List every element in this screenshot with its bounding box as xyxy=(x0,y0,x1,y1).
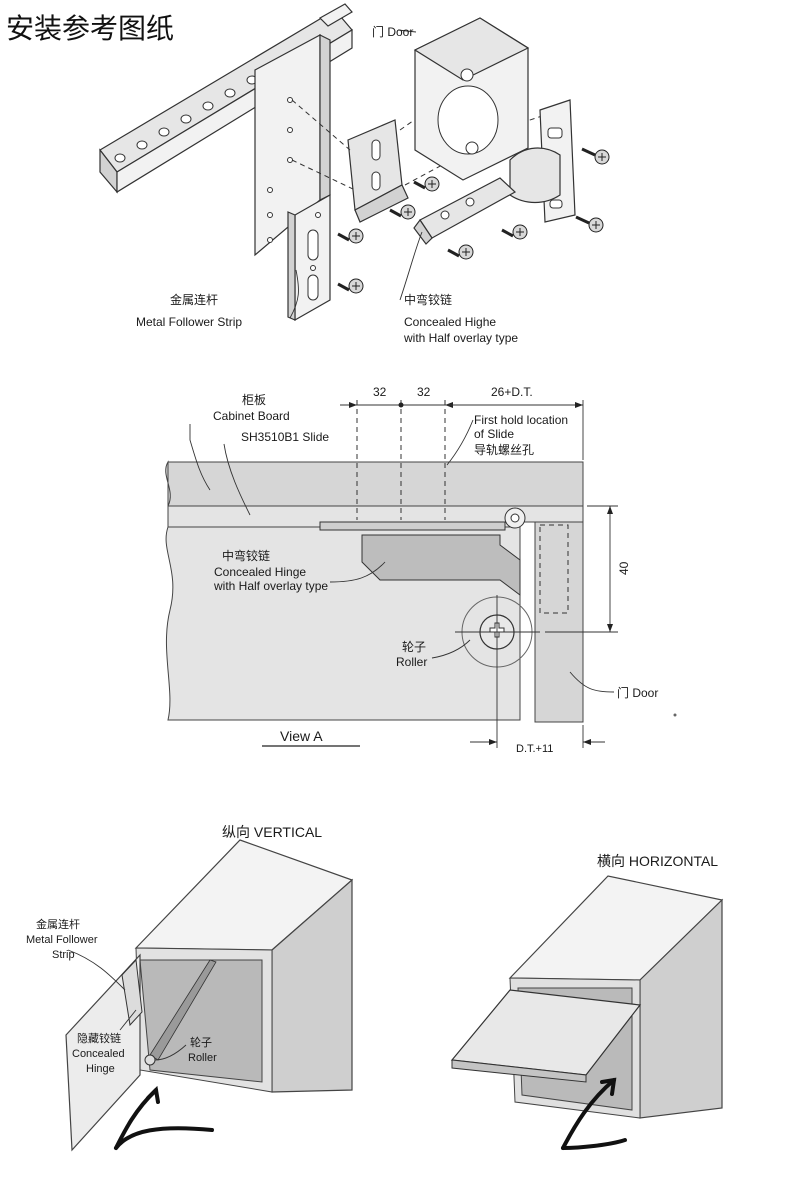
door-panel xyxy=(413,17,530,181)
strip-leader xyxy=(289,269,299,319)
hinge-cup-dashed xyxy=(539,524,569,614)
follower-strip-en: Metal Follower Strip xyxy=(136,315,242,329)
first-hold-line2: of Slide xyxy=(474,427,514,441)
horizontal-heading: 横向 HORIZONTAL xyxy=(597,853,718,869)
dim-dt11-line xyxy=(470,670,605,748)
view-hinge-en-line2: with Half overlay type xyxy=(213,579,328,593)
door-profile xyxy=(534,521,584,723)
view-hinge-leader xyxy=(329,561,386,583)
vertical-roller-en: Roller xyxy=(188,1052,217,1064)
top-dimensions xyxy=(340,402,583,408)
door-leader xyxy=(397,29,417,33)
board-edge xyxy=(165,460,171,507)
slide-model: SH3510B1 Slide xyxy=(241,430,329,444)
vertical-heading: 纵向 VERTICAL xyxy=(222,824,322,840)
view-door-leader xyxy=(569,671,615,693)
follower-strip-cn: 金属连杆 xyxy=(170,292,218,307)
metal-follower-strip xyxy=(287,193,331,322)
horizontal-installation: 横向 HORIZONTAL xyxy=(450,853,724,1150)
view-a-section: 32 32 26+D.T. 40 D.T.+11 柜板 Ca xyxy=(165,385,658,755)
hinge-cn: 中弯铰链 xyxy=(404,292,452,307)
hinge-en-line1: Concealed Highe xyxy=(404,315,496,329)
screws xyxy=(337,147,610,294)
dim-40: 40 xyxy=(617,561,631,575)
mounting-plate xyxy=(254,33,331,257)
roller-cn: 轮子 xyxy=(402,640,426,654)
exploded-assembly: 门 Door 金属连杆 Metal Follower Strip 中弯铰链 Co… xyxy=(99,3,610,345)
hinge-arm xyxy=(319,507,526,596)
vertical-strip-en-line2: Strip xyxy=(52,949,75,961)
vertical-roller-cn: 轮子 xyxy=(190,1035,212,1049)
vertical-strip-cn: 金属连杆 xyxy=(36,917,80,931)
rotation-arrow-vertical xyxy=(114,1126,214,1150)
view-a-label: View A xyxy=(280,728,323,744)
hinge-leader xyxy=(399,231,423,301)
vertical-installation: 纵向 VERTICAL 金属连杆 Metal Follower Strip 隐藏… xyxy=(26,824,354,1152)
view-hinge-en-line1: Concealed Hinge xyxy=(214,565,306,579)
board-leader xyxy=(189,424,211,491)
first-hold-line1: First hold location xyxy=(474,413,568,427)
dim-40-line xyxy=(545,505,618,633)
cabinet-board-cn: 柜板 xyxy=(242,393,266,407)
roller-en: Roller xyxy=(396,655,427,669)
speck xyxy=(673,713,677,717)
view-door-label: 门 Door xyxy=(617,685,658,700)
cabinet-board-en: Cabinet Board xyxy=(213,409,290,423)
hinge-en-line2: with Half overlay type xyxy=(403,331,518,345)
dim-32-a: 32 xyxy=(373,385,387,399)
page-title: 安装参考图纸 xyxy=(6,12,174,45)
first-hold-leader xyxy=(446,419,474,466)
vertical-hinge-cn: 隐藏铰链 xyxy=(77,1031,121,1045)
view-hinge-cn: 中弯铰链 xyxy=(222,548,270,563)
vertical-hinge-en-line1: Concealed xyxy=(72,1048,125,1060)
vertical-hinge-en-line2: Hinge xyxy=(86,1063,115,1075)
slide-leader xyxy=(223,443,251,516)
cabinet-board xyxy=(167,461,584,507)
concealed-hinge-part xyxy=(413,99,576,245)
rotation-arrow-horizontal xyxy=(561,1078,616,1150)
roller-leader xyxy=(431,639,471,659)
dim-32-b: 32 xyxy=(417,385,431,399)
dim-dt11: D.T.+11 xyxy=(516,743,553,755)
vertical-strip-en-line1: Metal Follower xyxy=(26,934,98,946)
roller xyxy=(455,595,540,670)
hinge-mount-plate xyxy=(347,119,409,223)
door-label: 门 Door xyxy=(372,24,413,39)
first-hold-cn: 导轨螺丝孔 xyxy=(474,443,534,457)
dim-26-dt: 26+D.T. xyxy=(491,385,533,399)
